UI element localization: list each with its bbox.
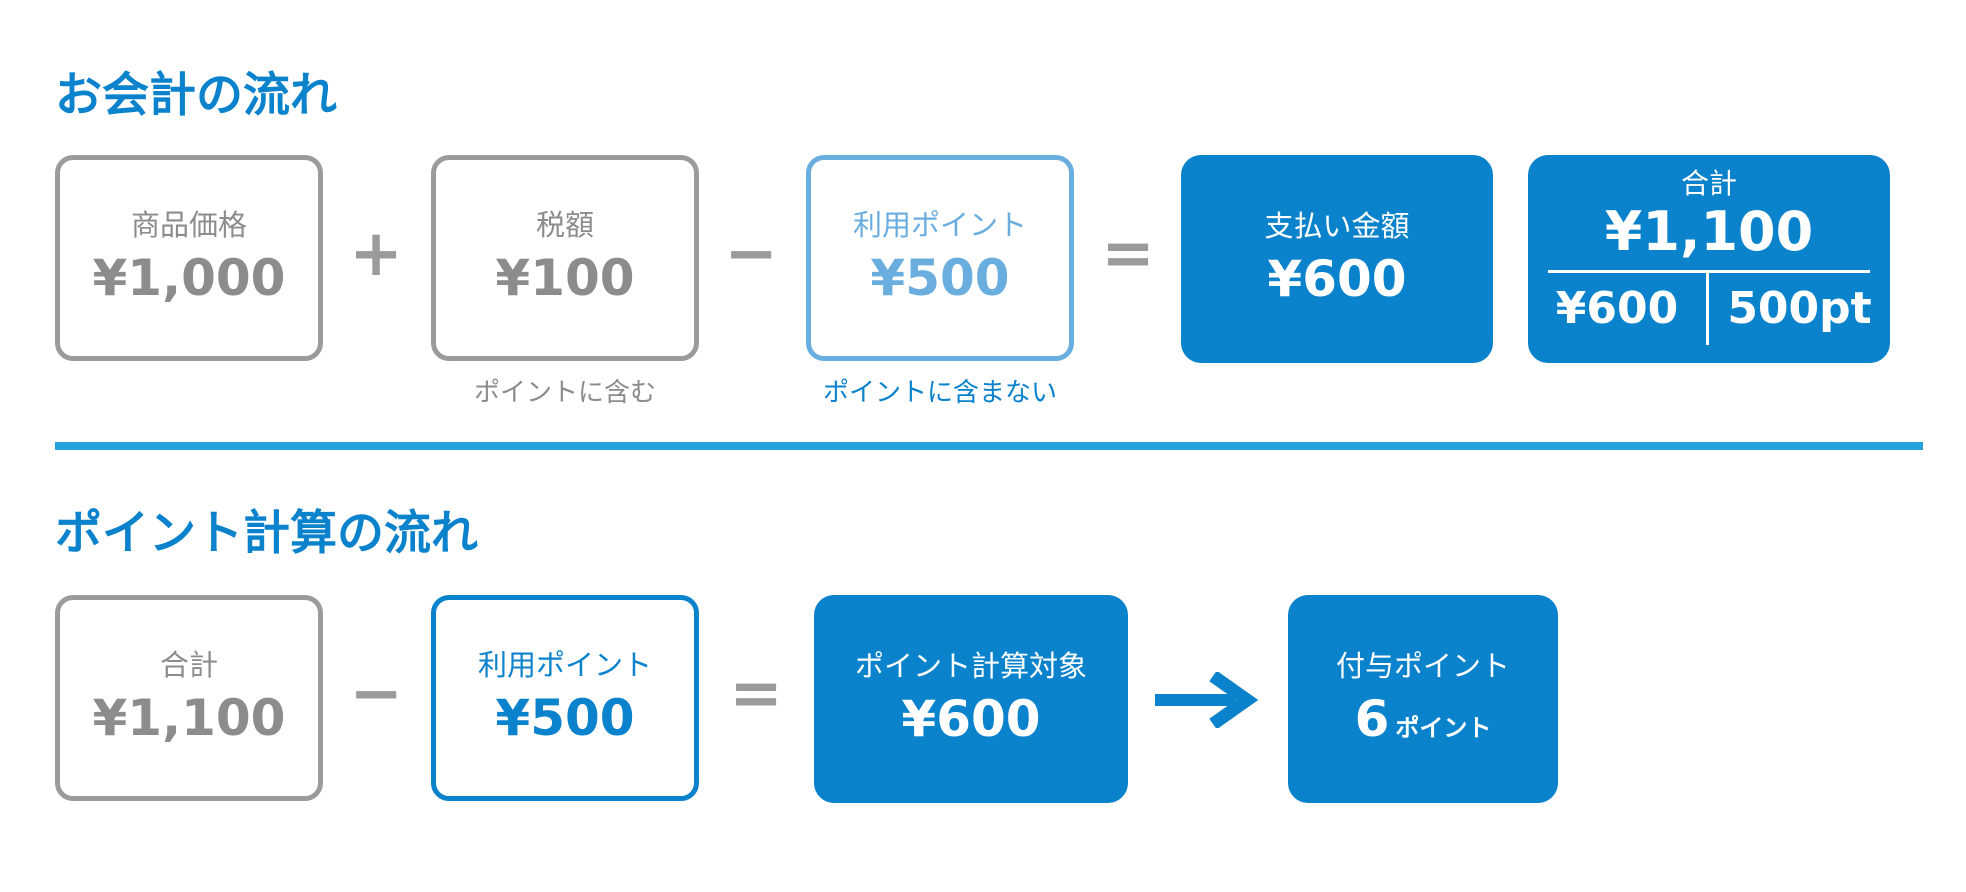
total-label-2: 合計 bbox=[159, 647, 218, 682]
tax-amount-label: 税額 bbox=[535, 207, 594, 242]
plus-operator: + bbox=[349, 217, 403, 291]
point-calc-target-label: ポイント計算対象 bbox=[854, 648, 1087, 683]
tax-amount-box: 税額 ¥100 bbox=[431, 155, 699, 361]
total-value: ¥1,100 bbox=[1604, 199, 1814, 263]
product-price-value: ¥1,000 bbox=[92, 249, 286, 308]
used-points-value: ¥500 bbox=[870, 249, 1010, 308]
used-points-box-2: 利用ポイント ¥500 bbox=[431, 595, 699, 801]
section-title-checkout-flow: お会計の流れ bbox=[55, 68, 337, 123]
equals-operator-2: = bbox=[729, 657, 783, 731]
used-points-label-2: 利用ポイント bbox=[477, 647, 652, 682]
total-box-2: 合計 ¥1,100 bbox=[55, 595, 323, 801]
total-divider-vertical bbox=[1706, 273, 1709, 345]
total-divider-horizontal bbox=[1548, 270, 1870, 273]
section-divider bbox=[55, 442, 1923, 450]
granted-points-label: 付与ポイント bbox=[1335, 648, 1510, 683]
tax-note: ポイントに含む bbox=[473, 378, 656, 408]
payment-amount-value: ¥600 bbox=[1267, 250, 1407, 309]
used-points-note: ポイントに含まない bbox=[822, 378, 1057, 408]
minus-operator: − bbox=[724, 217, 778, 291]
total-label: 合計 bbox=[1680, 167, 1737, 200]
section-title-point-calculation-flow: ポイント計算の流れ bbox=[55, 506, 478, 561]
product-price-label: 商品価格 bbox=[130, 207, 247, 242]
total-box: 合計 ¥1,100 ¥600 500pt bbox=[1528, 155, 1890, 363]
total-value-2: ¥1,100 bbox=[92, 689, 286, 748]
tax-amount-value: ¥100 bbox=[495, 249, 635, 308]
granted-points-number: 6 bbox=[1354, 690, 1390, 749]
point-calc-target-value: ¥600 bbox=[901, 690, 1041, 749]
granted-points-unit: ポイント bbox=[1395, 714, 1492, 743]
equals-operator: = bbox=[1101, 217, 1155, 291]
minus-operator-2: − bbox=[349, 657, 403, 731]
point-calc-target-box: ポイント計算対象 ¥600 bbox=[814, 595, 1128, 803]
used-points-value-2: ¥500 bbox=[495, 689, 635, 748]
used-points-box: 利用ポイント ¥500 bbox=[806, 155, 1074, 361]
payment-amount-box: 支払い金額 ¥600 bbox=[1181, 155, 1493, 363]
total-split-points: 500pt bbox=[1727, 283, 1872, 334]
arrow-right-icon bbox=[1155, 672, 1259, 728]
total-split-yen: ¥600 bbox=[1555, 283, 1679, 334]
product-price-box: 商品価格 ¥1,000 bbox=[55, 155, 323, 361]
used-points-label: 利用ポイント bbox=[852, 207, 1027, 242]
payment-amount-label: 支払い金額 bbox=[1264, 208, 1410, 243]
